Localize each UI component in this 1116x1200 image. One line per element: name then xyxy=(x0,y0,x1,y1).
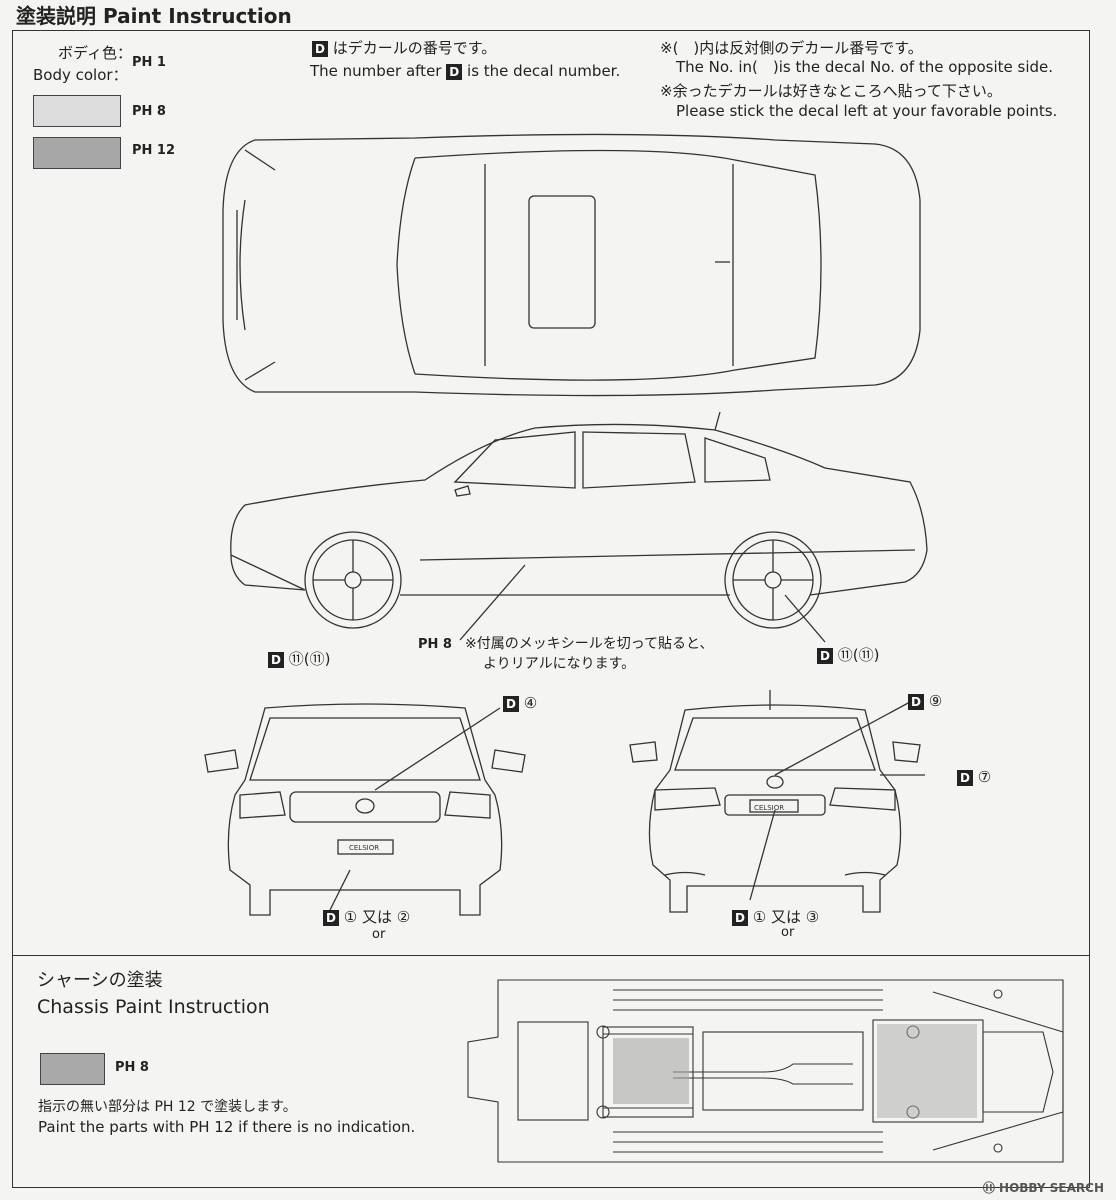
decal-marker: D xyxy=(732,909,748,926)
body-color-label-jp: ボディ色： xyxy=(58,44,132,62)
front-bottom-numbers: ① 又は ② xyxy=(343,908,411,926)
page-title: 塗装説明 Paint Instruction xyxy=(16,4,292,28)
leftover-note-jp: ※余ったデカールは好きなところへ貼って下さい。 xyxy=(660,82,1002,100)
chassis-note-en: Paint the parts with PH 12 if there is n… xyxy=(38,1118,416,1136)
decal-marker: D xyxy=(323,909,339,926)
opposite-note-en: The No. in( )is the decal No. of the opp… xyxy=(676,58,1054,76)
front-or-label: or xyxy=(372,927,386,942)
rear-or-label: or xyxy=(781,925,795,940)
swatch-ph8-label: PH 8 xyxy=(132,104,166,119)
car-rear-view-drawing: CELSIOR xyxy=(629,690,925,913)
chassis-swatch-ph8 xyxy=(40,1053,105,1085)
decal-marker: D xyxy=(817,647,833,664)
body-color-label-en: Body color： xyxy=(33,66,128,84)
body-color-code: PH 1 xyxy=(132,55,166,70)
front-top-number: ④ xyxy=(523,694,538,712)
chrome-paint-code: PH 8 xyxy=(418,637,452,652)
side-left-callout: D ⑪(⑪) xyxy=(268,648,331,670)
rear-right-number: ⑦ xyxy=(977,768,992,786)
rear-right-callout: D ⑦ xyxy=(957,766,991,788)
car-front-view-drawing: CELSIOR xyxy=(204,703,526,916)
decal-marker: D xyxy=(908,693,924,710)
side-left-numbers: ⑪(⑪) xyxy=(288,650,331,668)
chassis-divider xyxy=(12,955,1090,956)
decal-marker: D xyxy=(312,40,328,57)
decal-marker: D xyxy=(268,651,284,668)
rear-bottom-callout: D ① 又は ③ xyxy=(732,906,819,928)
side-right-numbers: ⑪(⑪) xyxy=(837,646,880,664)
side-right-callout: D ⑪(⑪) xyxy=(817,644,880,666)
swatch-ph12 xyxy=(33,137,121,169)
chassis-title-jp: シャーシの塗装 xyxy=(37,970,163,991)
decal-marker: D xyxy=(446,63,463,80)
chassis-title-en: Chassis Paint Instruction xyxy=(37,996,270,1018)
instruction-frame xyxy=(12,30,1090,1188)
watermark: Ⓗ HOBBY SEARCH xyxy=(982,1181,1104,1195)
front-top-callout: D ④ xyxy=(503,692,537,714)
car-top-view-drawing xyxy=(222,133,921,397)
decal-note-en: The number after D is the decal number. xyxy=(310,60,620,82)
decal-note-en-2: is the decal number. xyxy=(467,62,621,80)
decal-note-jp: D はデカールの番号です。 xyxy=(312,37,496,59)
opposite-note-jp: ※( )内は反対側のデカール番号です。 xyxy=(660,39,923,57)
chrome-note-jp-1: ※付属のメッキシールを切って貼ると、 xyxy=(465,636,714,652)
leftover-note-en: Please stick the decal left at your favo… xyxy=(676,102,1058,120)
decal-marker: D xyxy=(503,695,519,712)
rear-bottom-numbers: ① 又は ③ xyxy=(752,908,820,926)
chassis-swatch-label: PH 8 xyxy=(115,1060,149,1075)
rear-badge-text: CELSIOR xyxy=(754,804,784,812)
chrome-note-jp-2: よりリアルになります。 xyxy=(483,656,636,672)
decal-note-jp-text: はデカールの番号です。 xyxy=(332,39,497,57)
chassis-underside-drawing xyxy=(467,979,1064,1163)
rear-top-number: ⑨ xyxy=(928,692,943,710)
swatch-ph8 xyxy=(33,95,121,127)
rear-top-callout: D ⑨ xyxy=(908,690,942,712)
front-badge-text: CELSIOR xyxy=(349,844,379,852)
swatch-ph12-label: PH 12 xyxy=(132,143,176,158)
chassis-note-jp: 指示の無い部分は PH 12 で塗装します。 xyxy=(38,1099,297,1115)
decal-marker: D xyxy=(957,769,973,786)
front-bottom-callout: D ① 又は ② xyxy=(323,906,410,928)
car-side-view-drawing xyxy=(230,411,928,643)
decal-note-en-1: The number after xyxy=(310,62,442,80)
